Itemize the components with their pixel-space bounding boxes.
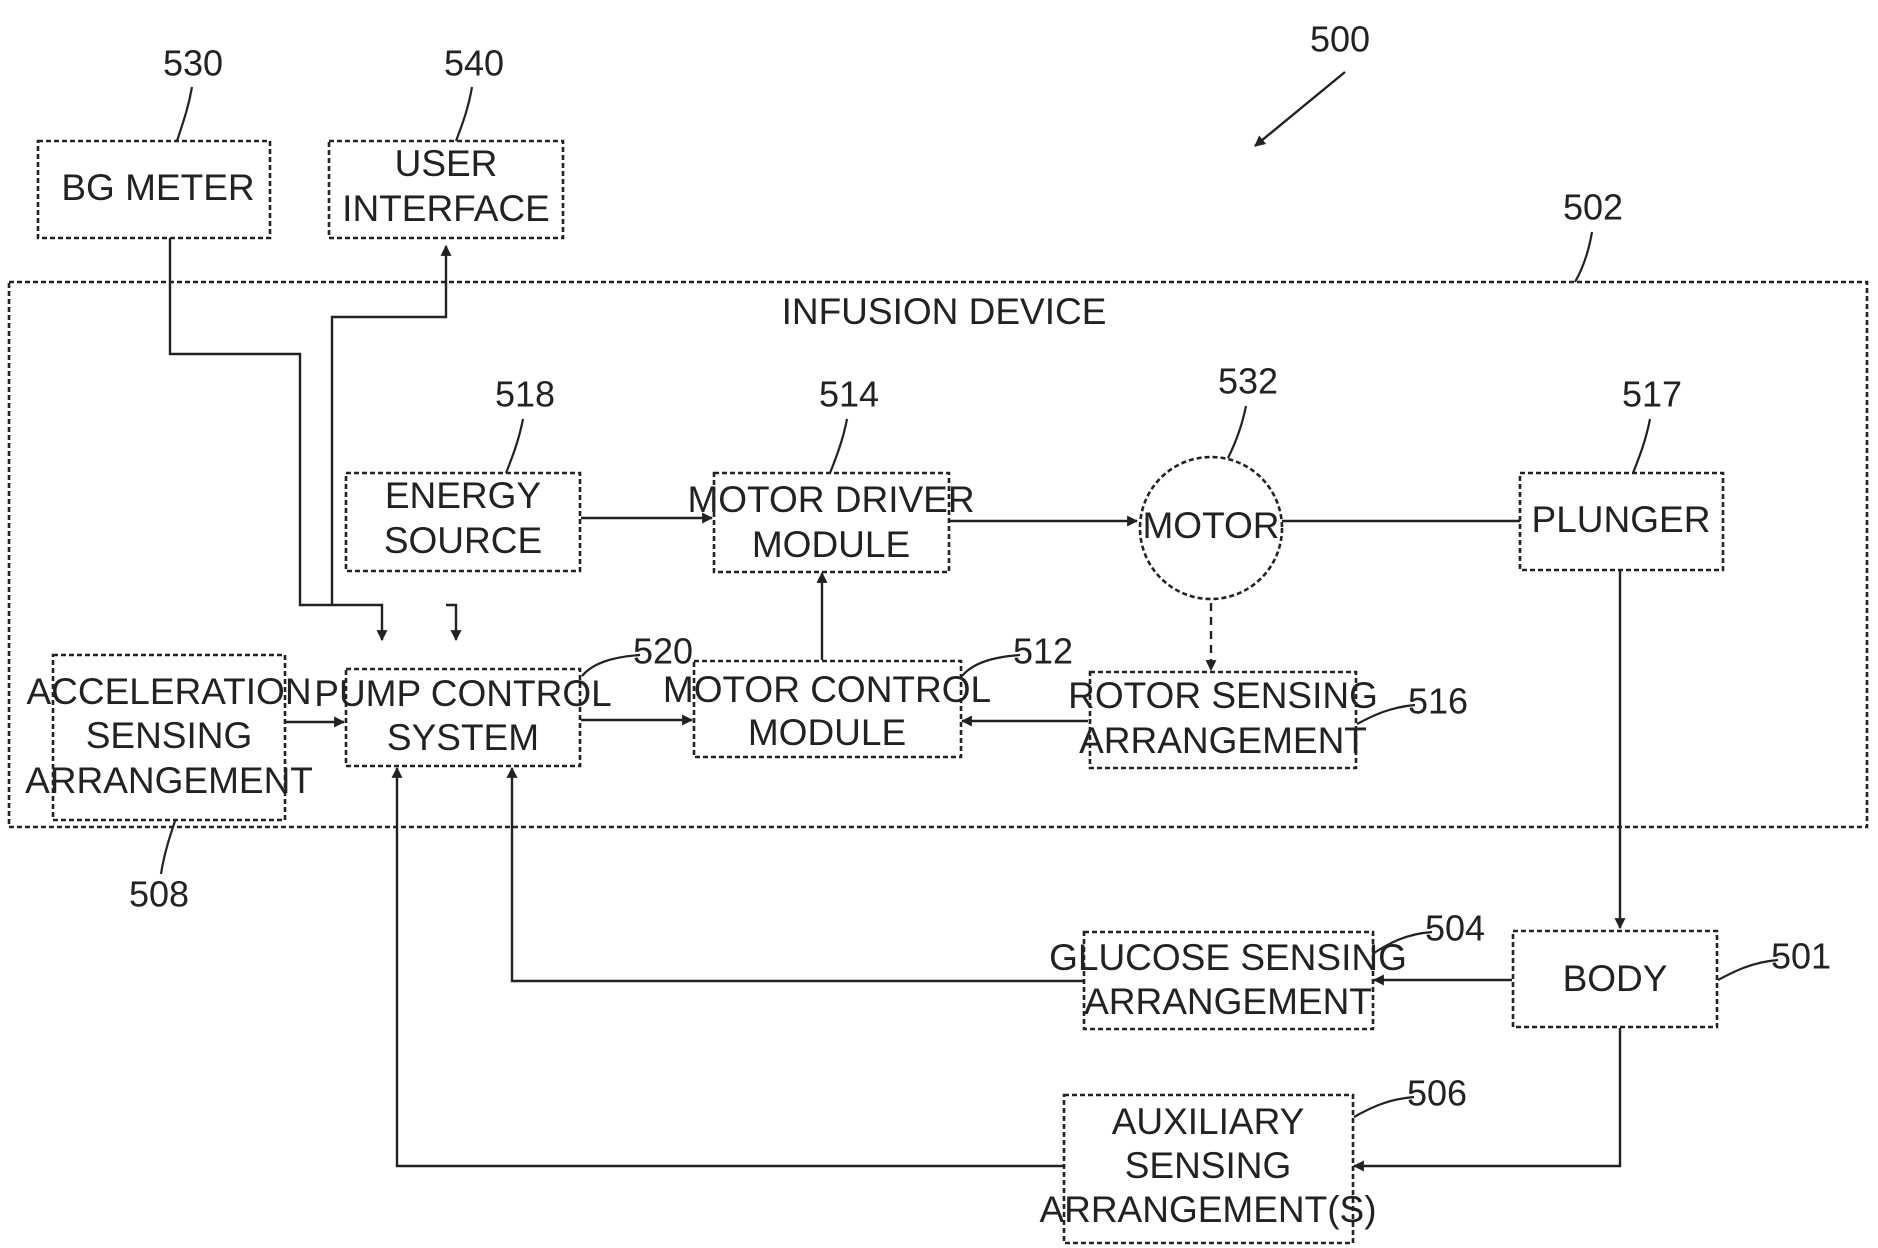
rotor-sensing-label-line-1: ROTOR SENSING: [1068, 675, 1378, 716]
acceleration-sensing-block: ACCELERATION SENSING ARRANGEMENT: [25, 655, 313, 820]
motor-driver-label-line-2: MODULE: [752, 524, 910, 565]
glucose-sensing-reference-number: 504: [1425, 908, 1485, 949]
auxiliary-sensing-label-line-3: ARRANGEMENT(S): [1039, 1189, 1376, 1230]
body-block: BODY: [1513, 931, 1717, 1027]
pump-control-label-line-1: PUMP CONTROL: [314, 673, 611, 714]
acceleration-label-line-1: ACCELERATION: [26, 671, 311, 712]
motor-driver-reference-number: 514: [819, 374, 879, 415]
energy-source-label-line-2: SOURCE: [384, 520, 542, 561]
energy-source-block: ENERGY SOURCE: [346, 473, 580, 571]
motor-driver-module-block: MOTOR DRIVER MODULE: [687, 473, 974, 572]
motor-reference-number: 532: [1218, 361, 1278, 402]
plunger-reference-number: 517: [1622, 374, 1682, 415]
bg-meter-reference-number: 530: [163, 43, 223, 84]
rotor-sensing-reference-number: 516: [1408, 681, 1468, 722]
body-label: BODY: [1563, 958, 1668, 999]
bg-meter-leader-line: [177, 87, 192, 141]
motor-label: MOTOR: [1142, 505, 1279, 546]
auxiliary-sensing-label-line-1: AUXILIARY: [1112, 1101, 1305, 1142]
acceleration-reference-number: 508: [129, 874, 189, 915]
motor-control-module-block: MOTOR CONTROL MODULE: [663, 661, 991, 757]
rotor-sensing-arrangement-block: ROTOR SENSING ARRANGEMENT: [1068, 672, 1378, 768]
auxiliary-sensing-arrangement-block: AUXILIARY SENSING ARRANGEMENT(S): [1039, 1095, 1376, 1243]
glucose-sensing-arrangement-block: GLUCOSE SENSING ARRANGEMENT: [1049, 932, 1407, 1029]
auxiliary-sensing-label-line-2: SENSING: [1125, 1145, 1292, 1186]
motor-control-label-line-2: MODULE: [748, 712, 906, 753]
motor-block: MOTOR: [1140, 457, 1282, 599]
bg-meter-label: BG METER: [61, 167, 254, 208]
rotor-sensing-label-line-2: ARRANGEMENT: [1079, 720, 1367, 761]
user-interface-label-line-2: INTERFACE: [342, 188, 550, 229]
acceleration-label-line-3: ARRANGEMENT: [25, 760, 313, 801]
user-interface-label-line-1: USER: [395, 143, 498, 184]
infusion-device-leader-line: [1575, 232, 1592, 282]
acceleration-leader-line: [161, 821, 175, 874]
energy-source-reference-number: 518: [495, 374, 555, 415]
glucose-sensing-label-line-1: GLUCOSE SENSING: [1049, 937, 1407, 978]
glucose-sensing-label-line-2: ARRANGEMENT: [1084, 981, 1372, 1022]
body-leader-line: [1718, 960, 1778, 980]
pump-control-system-block: PUMP CONTROL SYSTEM: [314, 669, 611, 766]
plunger-label: PLUNGER: [1532, 499, 1711, 540]
energy-source-label-line-1: ENERGY: [385, 475, 541, 516]
figure-reference-number: 500: [1310, 19, 1370, 60]
body-to-auxiliary-sensing-arrow: [1354, 1028, 1620, 1166]
motor-control-reference-number: 512: [1013, 631, 1073, 672]
plunger-block: PLUNGER: [1520, 473, 1723, 570]
pump-control-reference-number: 520: [633, 631, 693, 672]
user-interface-block: USER INTERFACE: [329, 141, 563, 238]
infusion-device-title: INFUSION DEVICE: [782, 291, 1107, 332]
auxiliary-sensing-leader-line: [1354, 1097, 1414, 1117]
pump-control-label-line-2: SYSTEM: [387, 717, 539, 758]
auxiliary-sensing-reference-number: 506: [1407, 1073, 1467, 1114]
infusion-device-reference-number: 502: [1563, 187, 1623, 228]
motor-driver-label-line-1: MOTOR DRIVER: [687, 479, 974, 520]
figure-reference-pointer: [1255, 72, 1345, 146]
user-interface-reference-number: 540: [444, 43, 504, 84]
acceleration-label-line-2: SENSING: [86, 715, 253, 756]
user-interface-leader-line: [456, 87, 472, 141]
bg-meter-block: BG METER: [38, 141, 270, 238]
motor-control-label-line-1: MOTOR CONTROL: [663, 669, 991, 710]
body-reference-number: 501: [1771, 936, 1831, 977]
